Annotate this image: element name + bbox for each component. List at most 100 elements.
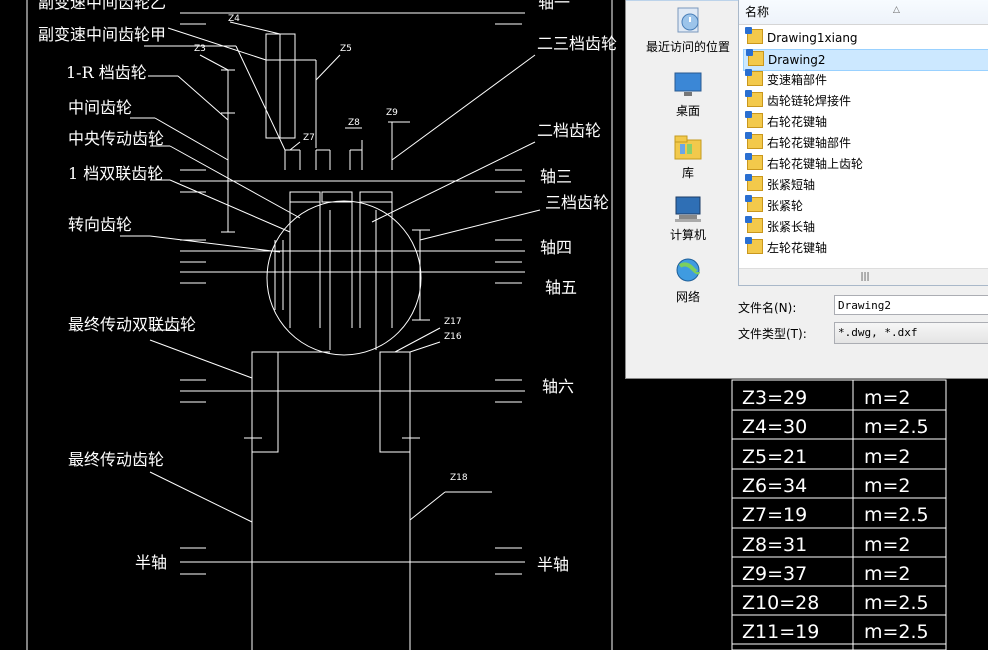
label-z4: Z4 <box>228 14 240 24</box>
label-gear-2: 二档齿轮 <box>537 121 601 140</box>
desktop-icon <box>674 72 702 96</box>
label-shaft-1: 轴一 <box>538 0 570 12</box>
table-cell-z: Z4=30 <box>742 416 807 438</box>
label-z5: Z5 <box>340 44 352 54</box>
table-cell-m: m=2.5 <box>864 592 929 614</box>
label-final-gear: 最终传动齿轮 <box>68 450 164 469</box>
place-label: 最近访问的位置 <box>645 40 730 54</box>
label-z7: Z7 <box>303 133 315 143</box>
dwg-file-icon <box>745 195 763 212</box>
label-gear-2-3: 二三档齿轮 <box>537 34 617 53</box>
label-z9: Z9 <box>386 108 398 118</box>
file-row[interactable]: 变速箱部件 <box>743 69 988 90</box>
filetype-select[interactable]: *.dwg, *.dxf <box>834 322 988 344</box>
label-sub-gear-b: 副变速中间齿轮乙 <box>38 0 166 12</box>
dwg-file-icon <box>745 216 763 233</box>
place-recent[interactable]: 最近访问的位置 <box>634 6 742 55</box>
file-row[interactable]: 张紧轮 <box>743 195 988 216</box>
label-half-shaft-right: 半轴 <box>537 555 569 574</box>
place-label: 计算机 <box>669 228 706 242</box>
file-row[interactable]: 右轮花键轴上齿轮 <box>743 153 988 174</box>
place-network[interactable]: 网络 <box>634 256 742 305</box>
file-name: 张紧轮 <box>767 199 804 213</box>
dwg-file-icon <box>745 90 763 107</box>
label-first-double: 1 档双联齿轮 <box>68 164 163 183</box>
column-header-label: 名称 <box>745 5 770 19</box>
table-cell-m: m=2 <box>864 534 911 556</box>
label-z8: Z8 <box>348 118 360 128</box>
table-cell-z: Z5=21 <box>742 446 807 468</box>
file-row[interactable]: 右轮花键轴部件 <box>743 132 988 153</box>
label-z16: Z16 <box>444 332 462 342</box>
file-row[interactable]: 右轮花键轴 <box>743 111 988 132</box>
place-computer[interactable]: 计算机 <box>634 194 742 243</box>
recent-places-icon <box>677 7 699 33</box>
label-shaft-3: 轴三 <box>540 167 572 186</box>
file-name: 张紧长轴 <box>767 220 816 234</box>
file-row[interactable]: 张紧短轴 <box>743 174 988 195</box>
file-name: Drawing2 <box>768 53 826 67</box>
places-bar: 最近访问的位置 桌面 库 计算机 网络 <box>634 0 730 304</box>
file-row[interactable]: Drawing1xiang <box>743 27 988 48</box>
dwg-file-icon <box>745 69 763 86</box>
table-cell-m: m=2.5 <box>864 416 929 438</box>
filename-input[interactable]: Drawing2 <box>834 295 988 315</box>
label-half-shaft-left: 半轴 <box>135 553 167 572</box>
sort-asc-icon: △ <box>893 5 900 15</box>
file-name: 左轮花键轴 <box>767 241 828 255</box>
label-shaft-6: 轴六 <box>542 377 574 396</box>
file-list: 名称 △ Drawing1xiang Drawing2 变速箱部件 齿轮链轮焊接… <box>738 0 988 286</box>
computer-icon <box>675 196 701 222</box>
column-header-name[interactable]: 名称 △ <box>739 0 988 25</box>
dwg-file-icon <box>745 153 763 170</box>
place-label: 库 <box>681 166 694 180</box>
table-cell-z: Z8=31 <box>742 534 807 556</box>
place-library[interactable]: 库 <box>634 132 742 181</box>
scroll-thumb-grip: ||| <box>860 272 870 282</box>
file-name: 右轮花键轴上齿轮 <box>767 157 864 171</box>
save-file-dialog: 最近访问的位置 桌面 库 计算机 网络 名称 △ Drawing1xiang D… <box>625 0 988 379</box>
file-row[interactable]: 张紧长轴 <box>743 216 988 237</box>
label-shaft-4: 轴四 <box>540 238 572 257</box>
library-icon <box>674 135 702 160</box>
table-cell-m: m=2 <box>864 563 911 585</box>
table-cell-z: Z11=19 <box>742 621 819 643</box>
label-r-gear: 1-R 档齿轮 <box>66 63 147 82</box>
label-shaft-5: 轴五 <box>545 278 577 297</box>
label-sub-gear-a: 副变速中间齿轮甲 <box>38 25 166 44</box>
place-desktop[interactable]: 桌面 <box>634 70 742 119</box>
file-name: Drawing1xiang <box>767 31 858 45</box>
file-row-selected[interactable]: Drawing2 <box>743 49 988 71</box>
label-z3: Z3 <box>194 44 206 54</box>
table-cell-z: Z6=34 <box>742 475 807 497</box>
table-cell-m: m=2 <box>864 387 911 409</box>
dwg-file-icon <box>745 237 763 254</box>
place-label: 网络 <box>675 290 700 304</box>
horizontal-scrollbar[interactable]: ||| <box>739 268 988 285</box>
filename-label: 文件名(N): <box>738 301 797 315</box>
label-steering-gear: 转向齿轮 <box>68 215 132 234</box>
file-row[interactable]: 左轮花键轴 <box>743 237 988 258</box>
table-cell-m: m=2.5 <box>864 621 929 643</box>
dwg-file-icon <box>745 27 763 44</box>
label-idler-gear: 中间齿轮 <box>68 98 132 117</box>
file-name: 张紧短轴 <box>767 178 816 192</box>
gear-table: Z3=29 m=2 Z4=30 m=2.5 Z5=21 m=2 Z6=34 m=… <box>742 387 929 643</box>
label-gear-3: 三档齿轮 <box>545 193 609 212</box>
table-cell-m: m=2 <box>864 446 911 468</box>
table-cell-m: m=2 <box>864 475 911 497</box>
table-cell-z: Z3=29 <box>742 387 807 409</box>
network-icon <box>676 258 700 282</box>
dwg-file-icon <box>745 132 763 149</box>
dwg-file-icon <box>746 49 764 66</box>
file-name: 变速箱部件 <box>767 73 828 87</box>
dwg-file-icon <box>745 111 763 128</box>
table-cell-z: Z9=37 <box>742 563 807 585</box>
label-z17: Z17 <box>444 317 462 327</box>
file-name: 右轮花键轴 <box>767 115 828 129</box>
table-cell-m: m=2.5 <box>864 504 929 526</box>
file-row[interactable]: 齿轮链轮焊接件 <box>743 90 988 111</box>
label-final-double: 最终传动双联齿轮 <box>68 315 196 334</box>
table-cell-z: Z7=19 <box>742 504 807 526</box>
